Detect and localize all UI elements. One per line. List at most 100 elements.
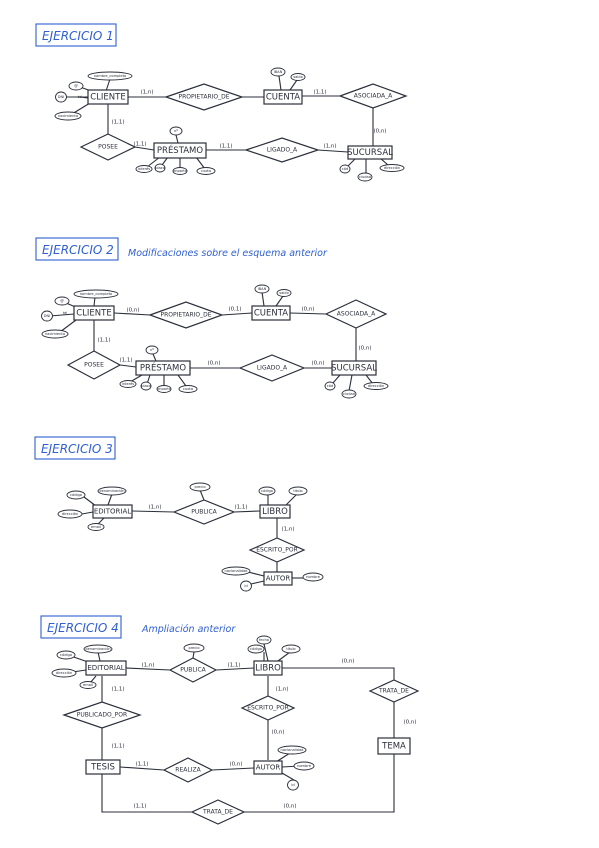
svg-text:código: código <box>250 647 262 651</box>
ex2-rel-asociada: ASOCIADA_A <box>324 299 388 329</box>
ex4-attr-nacionalidad: nacionalidad <box>277 745 307 755</box>
ex4-title: EJERCICIO 4 <box>47 621 119 635</box>
svg-text:PRÉSTAMO: PRÉSTAMO <box>157 144 203 156</box>
svg-text:PRÉSTAMO: PRÉSTAMO <box>140 362 186 374</box>
ex1-attr-ciudad: ciudad <box>357 172 373 182</box>
svg-text:(1,1): (1,1) <box>97 338 110 344</box>
ex3-rel-publica: PUBLICA <box>172 499 236 525</box>
svg-text:cód: cód <box>327 384 333 388</box>
svg-text:interés: interés <box>122 382 135 386</box>
svg-text:PROPIETARIO_DE: PROPIETARIO_DE <box>178 94 229 101</box>
ex1-attr-direccion: dirección <box>379 164 405 172</box>
svg-text:título: título <box>293 489 302 493</box>
ex2-attr-tel: tel <box>63 311 68 315</box>
svg-text:saldo: saldo <box>279 291 289 295</box>
ex2-entity-cuenta: CUENTA <box>251 305 291 321</box>
svg-text:denominación: denominación <box>99 489 124 493</box>
ex4-rel-trata1: TRATA_DE <box>368 679 420 703</box>
svg-text:saldo: saldo <box>293 75 303 79</box>
svg-text:código: código <box>60 653 72 657</box>
svg-text:cuota: cuota <box>201 169 211 173</box>
svg-text:nº: nº <box>150 348 154 352</box>
ex2-title-box <box>35 237 119 261</box>
ex4-attr-id: id <box>287 779 299 791</box>
svg-text:EDITORIAL: EDITORIAL <box>94 508 131 516</box>
ex3-title: EJERCICIO 3 <box>41 442 113 456</box>
svg-text:(1,n): (1,n) <box>281 527 294 533</box>
svg-text:AUTOR: AUTOR <box>256 764 281 772</box>
svg-text:TEMA: TEMA <box>381 742 406 752</box>
svg-text:IBAN: IBAN <box>258 287 267 291</box>
svg-text:dirección: dirección <box>368 384 384 388</box>
ex2-attr-iban: IBAN <box>254 284 270 294</box>
svg-text:(1,1): (1,1) <box>133 804 146 810</box>
ex2-attr-cuota: cuota <box>178 385 198 393</box>
ex2-attributes: nombre_completo @ DNI tel nacimiento IBA… <box>41 284 389 399</box>
ex2-rel-ligado: LIGADO_A <box>238 354 306 382</box>
svg-text:tel: tel <box>78 95 83 99</box>
ex4-connectors <box>65 643 395 813</box>
svg-text:(0,n): (0,n) <box>403 720 416 726</box>
svg-text:(1,n): (1,n) <box>148 505 161 511</box>
svg-text:POSEE: POSEE <box>84 362 104 369</box>
svg-text:PUBLICA: PUBLICA <box>191 509 217 516</box>
ex4-title-box <box>40 615 122 639</box>
ex1-attr-cuota: cuota <box>196 167 216 175</box>
ex4-attr-titulo: título <box>281 644 301 654</box>
ex1-entity-cliente: CLIENTE <box>87 89 129 105</box>
svg-text:TRATA_DE: TRATA_DE <box>202 809 233 816</box>
svg-text:SUCURSAL: SUCURSAL <box>331 364 377 374</box>
svg-text:nº: nº <box>174 129 178 133</box>
svg-text:(1,1): (1,1) <box>111 120 124 126</box>
ex2-rel-propietario: PROPIETARIO_DE <box>148 301 224 329</box>
svg-text:importe: importe <box>173 169 188 173</box>
svg-text:DNI: DNI <box>58 95 65 99</box>
ex3-attr-direccion: dirección <box>57 509 83 519</box>
ex3-entity-autor: AUTOR <box>263 571 293 586</box>
svg-text:@: @ <box>60 299 64 303</box>
svg-text:CLIENTE: CLIENTE <box>90 93 125 103</box>
ex1-attr-plazo: plazo <box>154 163 166 173</box>
svg-text:(0,1): (0,1) <box>228 307 241 313</box>
svg-text:(1,1): (1,1) <box>133 142 146 148</box>
ex2-attr-saldo: saldo <box>276 289 292 297</box>
svg-text:IBAN: IBAN <box>274 70 283 74</box>
ex4-entity-autor: AUTOR <box>253 760 283 775</box>
svg-text:nombre: nombre <box>297 764 312 768</box>
ex2-attr-direccion: dirección <box>363 382 389 390</box>
svg-text:(0,n): (0,n) <box>341 659 354 665</box>
svg-text:importe: importe <box>157 387 172 391</box>
svg-text:(0,n): (0,n) <box>126 308 139 314</box>
svg-text:EDITORIAL: EDITORIAL <box>87 664 124 672</box>
svg-text:TRATA_DE: TRATA_DE <box>378 688 409 695</box>
ex2-attr-email: @ <box>54 296 70 306</box>
ex3-connectors <box>81 489 304 585</box>
svg-text:título: título <box>286 647 295 651</box>
svg-text:tel: tel <box>63 311 68 315</box>
svg-text:ciudad: ciudad <box>359 175 371 179</box>
ex3-attr-nacionalidad: nacionalidad <box>221 566 251 576</box>
ex2-cardinalities: (0,n) (0,1) (0,n) (0,n) (1,1) (1,1) (0,n… <box>97 307 371 367</box>
svg-text:SUCURSAL: SUCURSAL <box>347 148 393 158</box>
svg-text:nombre: nombre <box>306 575 321 579</box>
ex4-attr-nombre: nombre <box>293 761 315 771</box>
exercise-2: EJERCICIO 2 Modificaciones sobre el esqu… <box>35 237 389 399</box>
ex1-attr-dni: DNI <box>55 91 67 103</box>
svg-text:plazo: plazo <box>141 384 151 388</box>
svg-text:(1,1): (1,1) <box>135 762 148 768</box>
svg-text:(1,n): (1,n) <box>140 90 153 96</box>
svg-text:(1,1): (1,1) <box>111 687 124 693</box>
ex2-attr-plazo: plazo <box>140 381 152 391</box>
ex1-attr-cod-sucursal: cód <box>339 164 351 174</box>
ex4-entity-tema: TEMA <box>377 737 411 755</box>
ex2-attr-dni: DNI <box>41 310 53 322</box>
ex3-attr-email: email <box>87 523 105 531</box>
ex2-attr-nombre: nombre_completo <box>73 289 119 299</box>
ex4-attr-denominacion: denominación <box>83 644 113 654</box>
svg-text:cuota: cuota <box>183 387 193 391</box>
ex1-attr-nacimiento: nacimiento <box>54 111 82 121</box>
ex1-attr-num-prestamo: nº <box>169 126 183 136</box>
ex4-rel-realiza: REALIZA <box>162 757 214 783</box>
ex2-attr-nacimiento: nacimiento <box>41 329 69 339</box>
ex1-attr-tel: tel <box>78 95 83 99</box>
